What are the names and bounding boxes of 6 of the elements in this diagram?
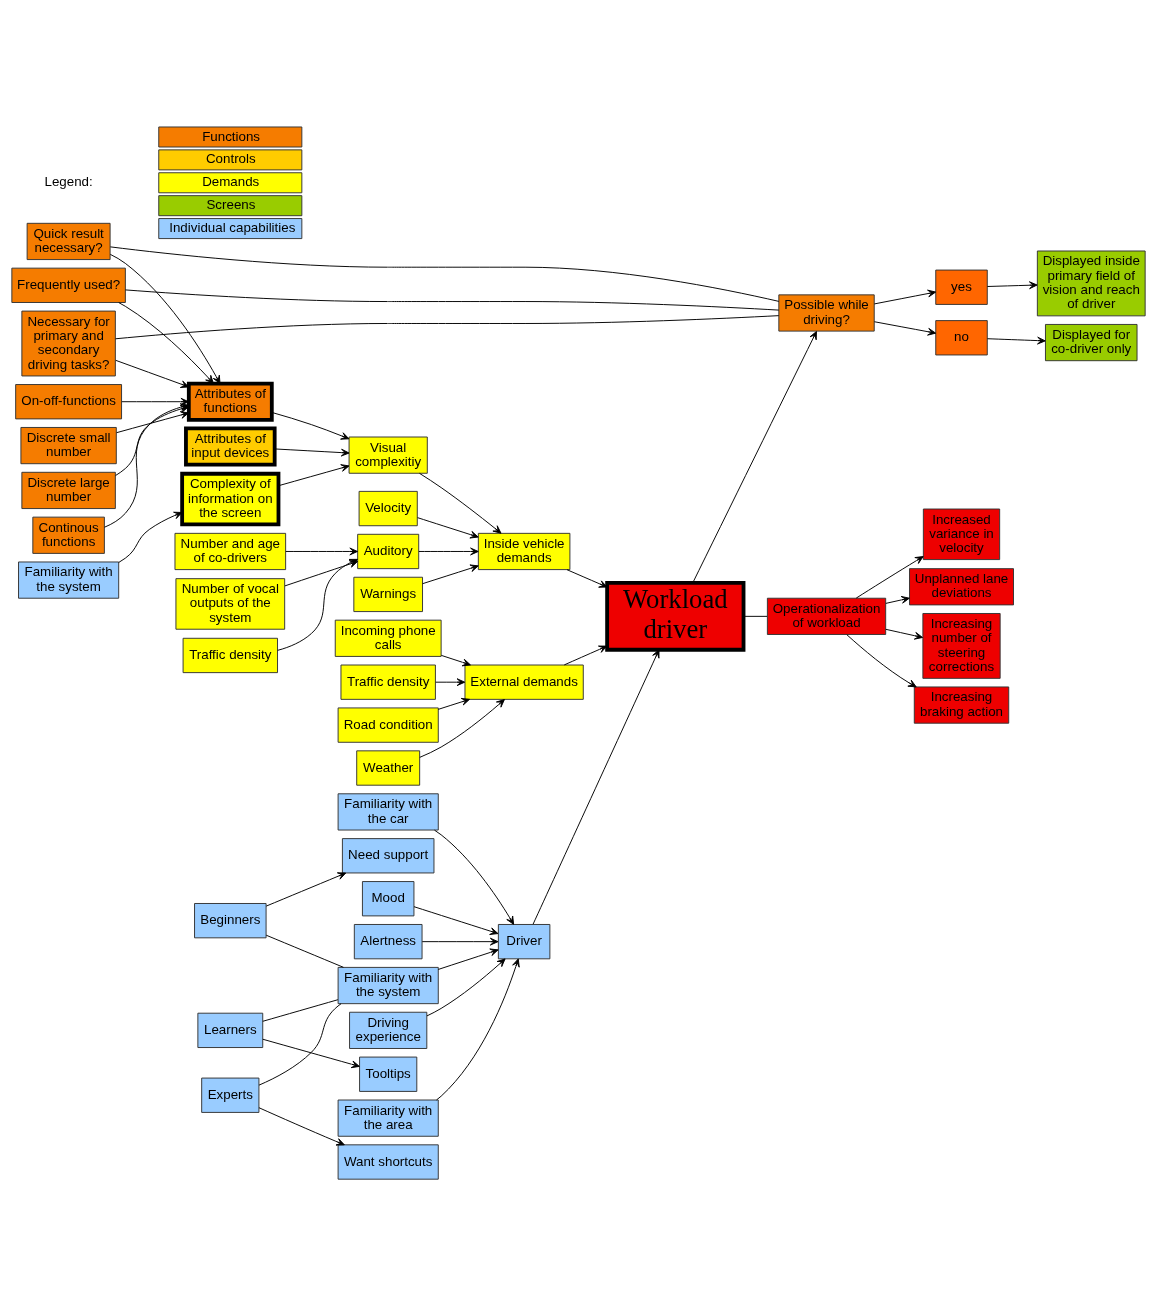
label: Legend: [44, 173, 93, 189]
legend-label: Controls [205, 151, 256, 167]
legend-label: Individual capabilities [169, 220, 296, 236]
legend-label: Demands [202, 174, 260, 190]
legend-label: Screens [206, 197, 256, 213]
legend-label: Functions [202, 128, 261, 144]
